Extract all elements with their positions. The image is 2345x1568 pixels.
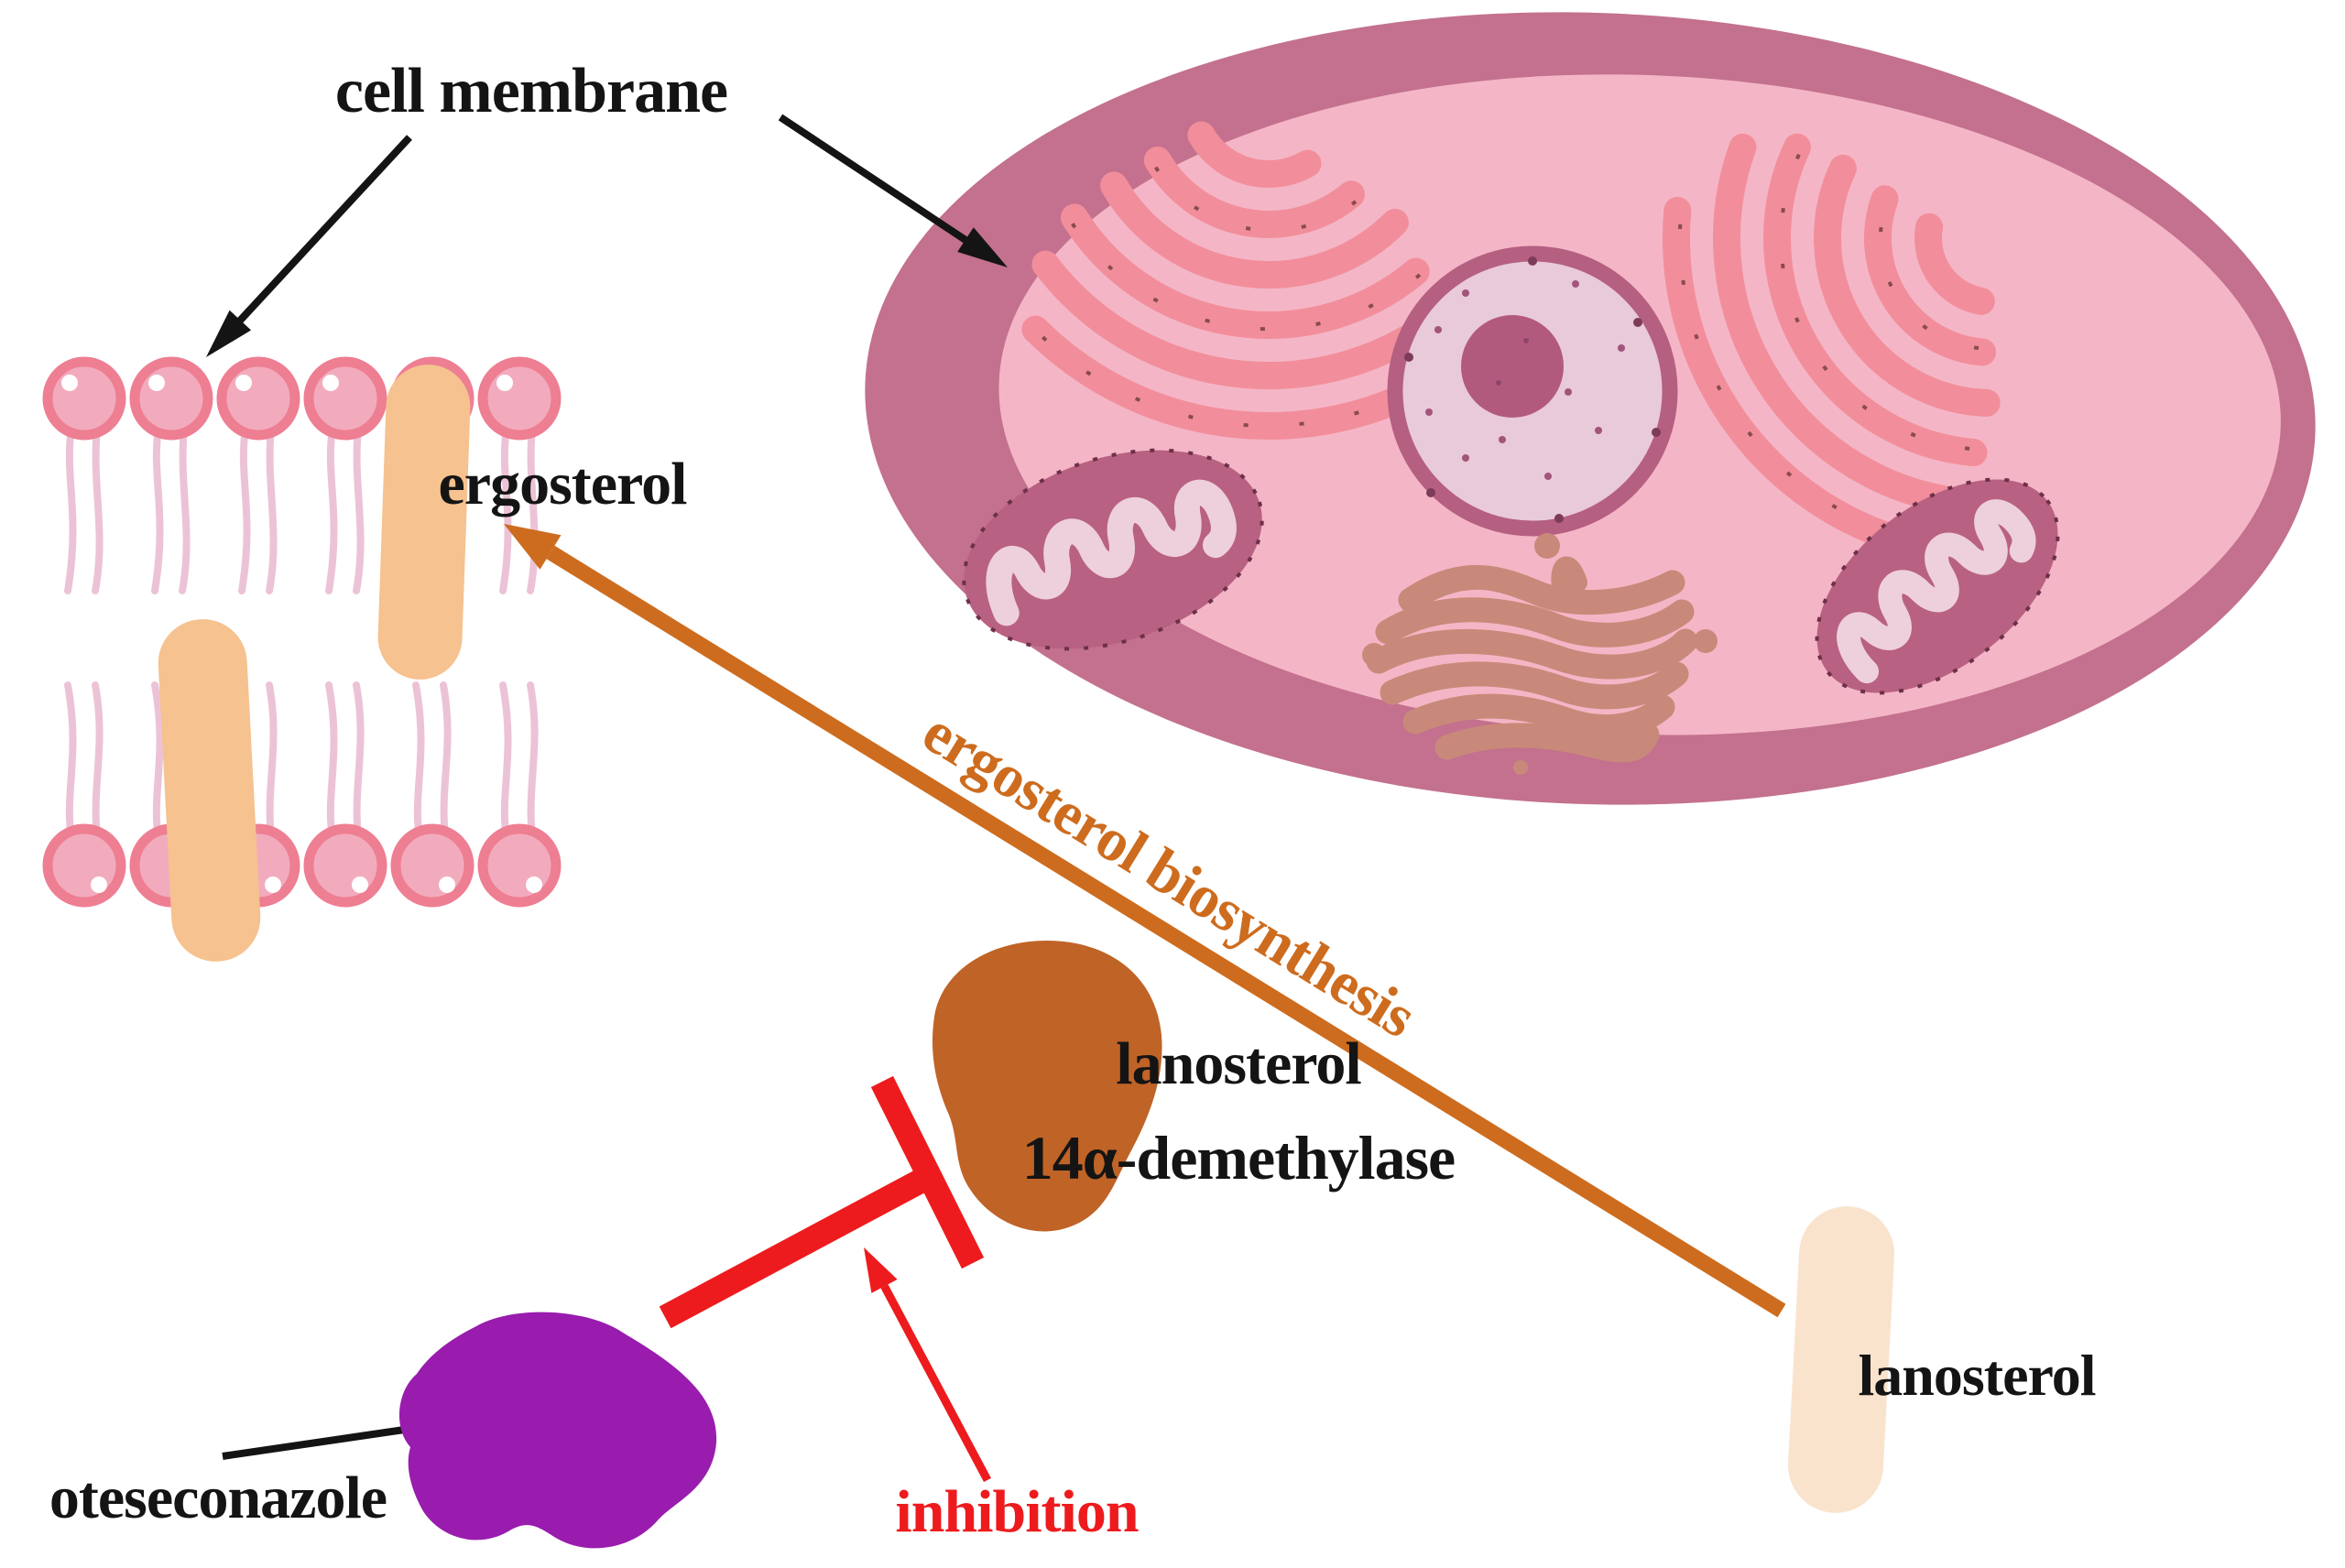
nucleolus xyxy=(1461,315,1564,418)
lipid-head xyxy=(390,823,474,908)
lipid-head xyxy=(303,823,387,908)
lipid-head xyxy=(477,823,562,908)
lipid-bilayer xyxy=(42,356,562,962)
ergosterol-molecule-top xyxy=(377,365,471,680)
mitochondrion-right xyxy=(1815,477,2060,695)
nucleus xyxy=(1387,245,1678,537)
ergosterol-molecule-bottom xyxy=(158,619,261,962)
lipid-head xyxy=(477,356,562,441)
golgi-vesicles xyxy=(1362,533,1718,775)
enzyme-label-line1: lanosterol xyxy=(1116,1030,1361,1097)
endoplasmic-reticulum-left xyxy=(1021,121,1443,441)
inhibition-arrow xyxy=(864,1247,991,1483)
cell-membrane-arrow-right xyxy=(778,114,1008,267)
lipid-head xyxy=(303,356,387,441)
er-left-speckles xyxy=(1035,163,1422,428)
er-right-speckles xyxy=(1678,149,1980,533)
enzyme-label-line2: 14α-demethylase xyxy=(1021,1123,1456,1192)
biosynthesis-arrow xyxy=(504,524,1786,1318)
oteseconazole-blob xyxy=(398,1312,717,1549)
mitochondrion-left xyxy=(962,448,1264,651)
enzyme-blob xyxy=(932,941,1162,1232)
golgi-apparatus xyxy=(1366,556,1698,763)
nucleus-rim-speckles xyxy=(1404,256,1661,523)
lipid-head xyxy=(216,356,300,441)
lipid-heads-top xyxy=(42,356,562,441)
lipid-head xyxy=(42,356,126,441)
inhibition-label: inhibition xyxy=(895,1478,1139,1545)
lipid-heads-bottom xyxy=(42,823,562,908)
inhibition-tbar xyxy=(659,1075,985,1329)
lipid-head xyxy=(129,356,213,441)
lanosterol-label: lanosterol xyxy=(1858,1343,2096,1408)
lanosterol-blob xyxy=(1787,1206,1895,1513)
cell-membrane-label: cell membrane xyxy=(334,56,728,126)
endoplasmic-reticulum-right xyxy=(1662,133,2001,550)
nucleus-speckles xyxy=(1425,280,1625,480)
ergosterol-label: ergosterol xyxy=(438,451,688,517)
oteseconazole-label: oteseconazole xyxy=(49,1465,387,1531)
cell-membrane-arrow-left xyxy=(206,135,412,357)
lipid-head xyxy=(42,823,126,908)
